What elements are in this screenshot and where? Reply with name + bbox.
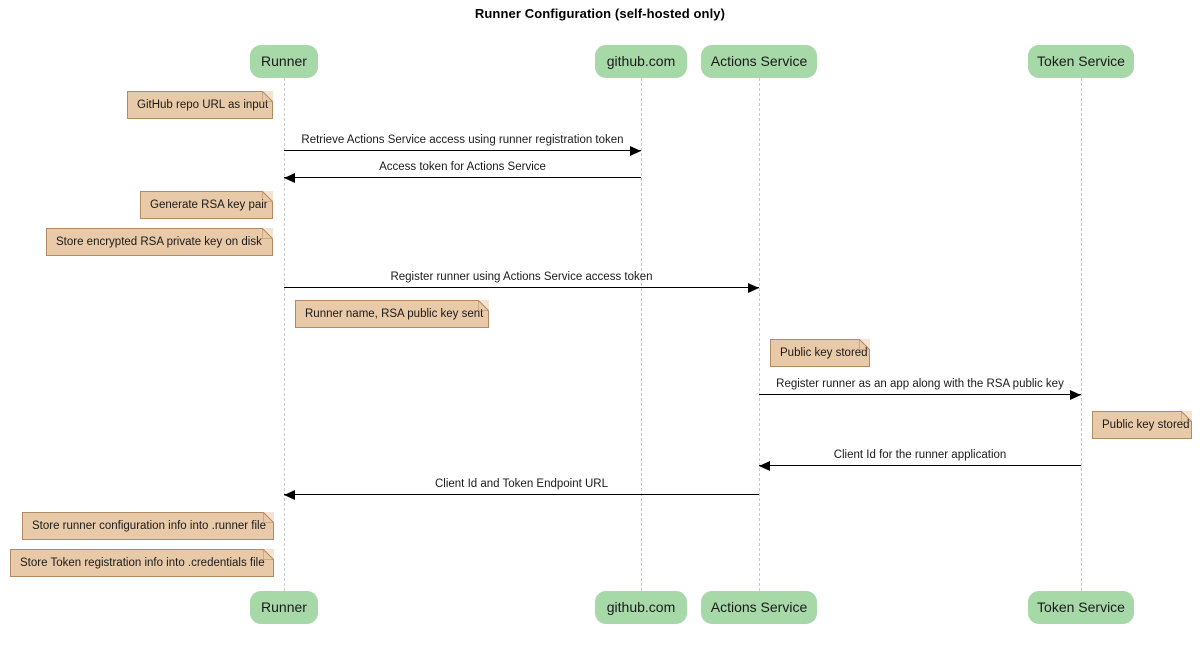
message-line-m1 [284,150,641,151]
participant-label: Token Service [1037,53,1125,69]
note-fold-corner-icon [859,339,870,350]
note-text: GitHub repo URL as input [137,99,269,111]
participant-token-top[interactable]: Token Service [1028,45,1134,78]
participant-label: Actions Service [710,599,808,615]
participant-label: github.com [606,599,676,615]
message-label-m2: Access token for Actions Service [379,161,546,173]
message-label-m4: Register runner as an app along with the… [776,378,1064,390]
participant-token-bottom[interactable]: Token Service [1028,591,1134,624]
participant-github-top[interactable]: github.com [595,45,687,78]
message-line-m3 [284,287,759,288]
note-n4: Runner name, RSA public key sent [295,300,489,328]
participant-runner-top[interactable]: Runner [250,45,318,78]
note-text: Store runner configuration info into .ru… [32,520,266,532]
note-n1: GitHub repo URL as input [127,91,273,119]
lifeline-actions [759,78,760,591]
note-fold-corner-icon [478,300,489,311]
note-n5: Public key stored [770,339,870,367]
participant-label: Runner [261,53,307,69]
note-text: Public key stored [780,347,868,359]
participant-actions-top[interactable]: Actions Service [701,45,817,78]
participant-label: Actions Service [710,53,808,69]
arrowhead-m2 [284,172,295,183]
arrowhead-m5 [759,460,770,471]
lifeline-github [641,78,642,591]
lifeline-runner [284,78,285,591]
note-text: Public key stored [1102,419,1190,431]
note-text: Generate RSA key pair [150,199,268,211]
message-line-m5 [759,465,1081,466]
note-n7: Store runner configuration info into .ru… [22,512,274,540]
arrowhead-m4 [1070,389,1081,400]
participant-label: Runner [261,599,307,615]
note-fold-corner-icon [1181,411,1192,422]
message-label-m3: Register runner using Actions Service ac… [390,271,653,283]
note-fold-corner-icon [263,549,274,560]
participant-github-bottom[interactable]: github.com [595,591,687,624]
page-title: Runner Configuration (self-hosted only) [474,6,726,21]
note-fold-corner-icon [262,191,273,202]
note-text: Runner name, RSA public key sent [305,308,484,320]
note-n2: Generate RSA key pair [140,191,273,219]
participant-label: Token Service [1037,599,1125,615]
participant-label: github.com [606,53,676,69]
note-n8: Store Token registration info into .cred… [10,549,274,577]
note-n3: Store encrypted RSA private key on disk [46,228,273,256]
lifeline-token [1081,78,1082,591]
note-text: Store Token registration info into .cred… [20,557,265,569]
note-text: Store encrypted RSA private key on disk [56,236,262,248]
participant-runner-bottom[interactable]: Runner [250,591,318,624]
note-fold-corner-icon [262,91,273,102]
message-label-m1: Retrieve Actions Service access using ru… [301,134,624,146]
message-line-m2 [284,177,641,178]
arrowhead-m6 [284,489,295,500]
message-label-m5: Client Id for the runner application [833,449,1007,461]
arrowhead-m3 [748,282,759,293]
note-fold-corner-icon [262,228,273,239]
arrowhead-m1 [630,145,641,156]
note-fold-corner-icon [263,512,274,523]
message-line-m6 [284,494,759,495]
message-label-m6: Client Id and Token Endpoint URL [434,478,609,490]
note-n6: Public key stored [1092,411,1192,439]
message-line-m4 [759,394,1081,395]
participant-actions-bottom[interactable]: Actions Service [701,591,817,624]
